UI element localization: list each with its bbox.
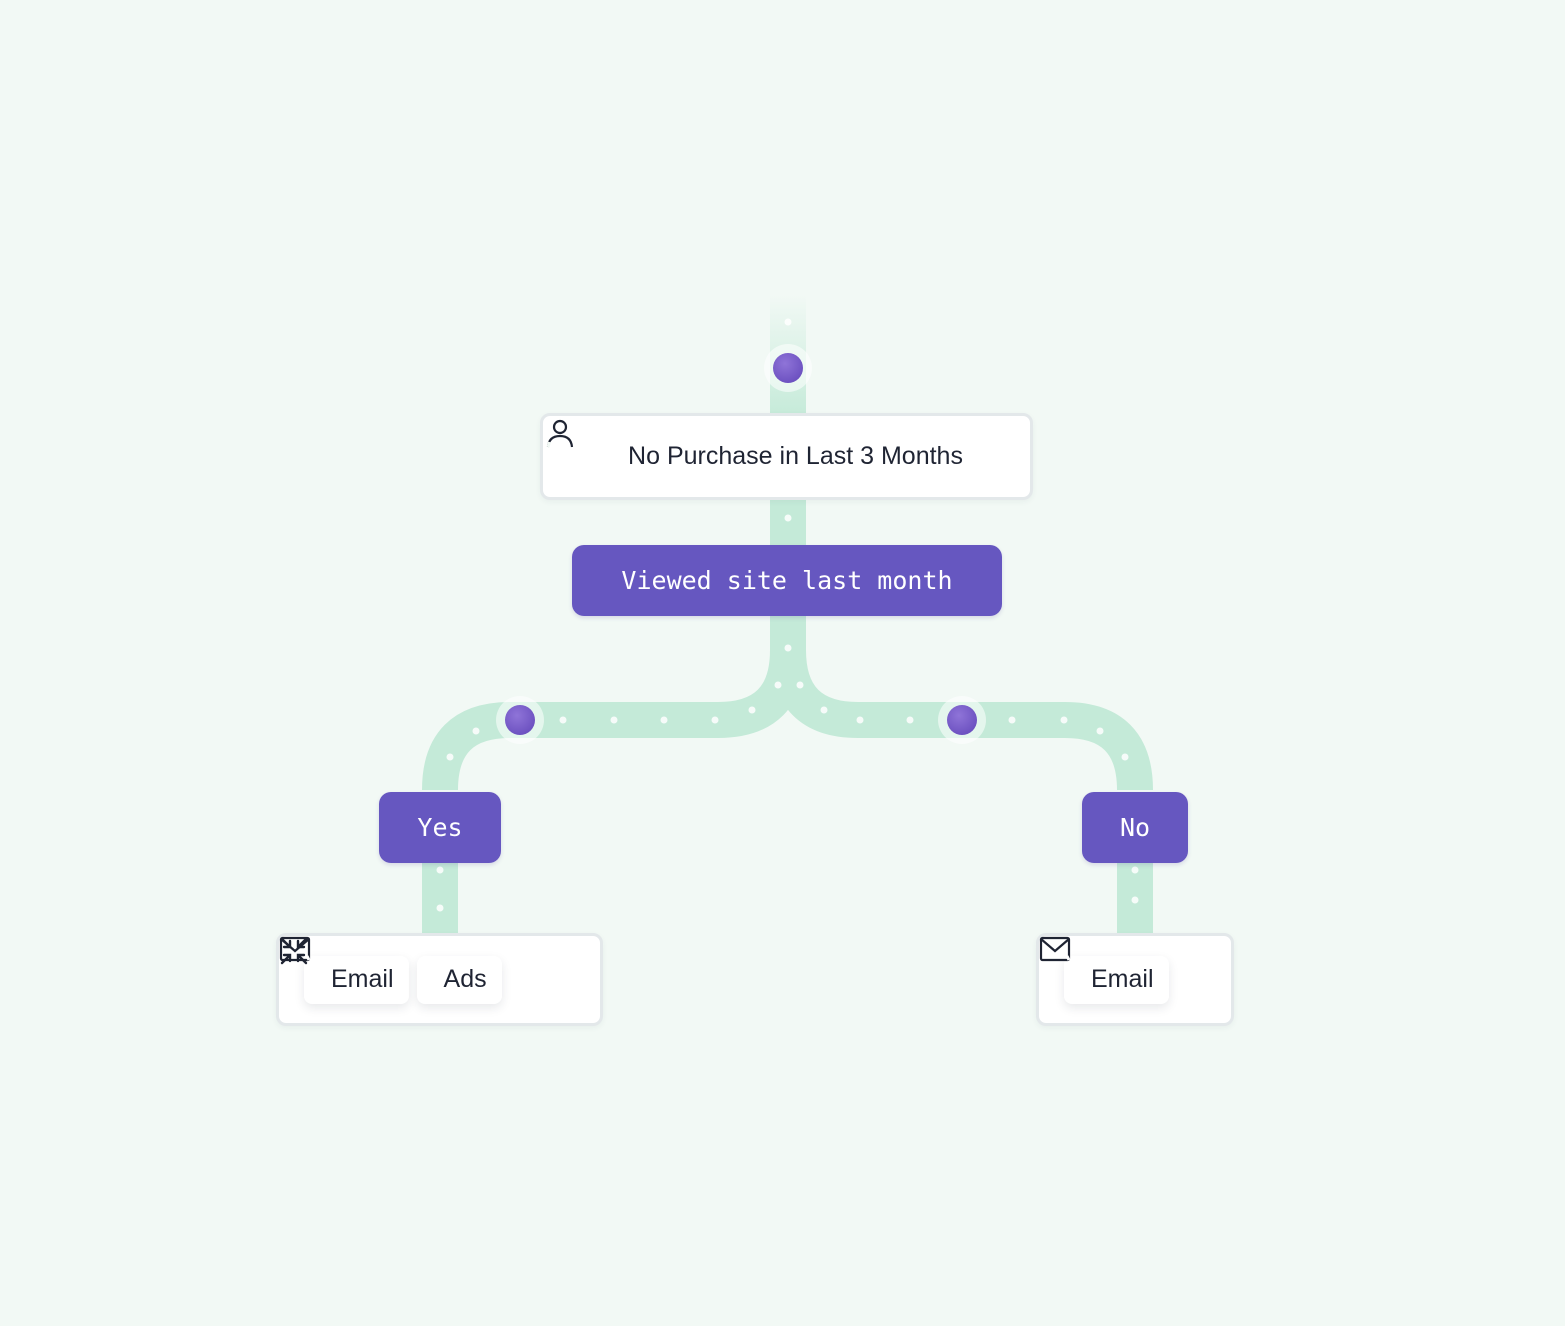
action-chip-ads[interactable]: Ads	[280, 937, 502, 1004]
segment-label: No Purchase in Last 3 Months	[628, 442, 963, 470]
yes-actions-box: Email Ads	[276, 933, 603, 1026]
branch-no[interactable]: No	[1082, 792, 1188, 863]
action-label: Email	[331, 965, 394, 993]
action-chip-email[interactable]: Email	[1039, 936, 1169, 1004]
track-segment-condition	[770, 498, 806, 548]
condition-node[interactable]: Viewed site last month	[572, 545, 1002, 616]
action-label: Ads	[443, 965, 487, 993]
branch-yes-label: Yes	[417, 813, 463, 842]
track-yes-branch	[422, 612, 806, 791]
action-chip-email[interactable]: Email	[279, 936, 409, 1004]
action-label: Email	[1091, 965, 1154, 993]
branch-no-label: No	[1119, 813, 1151, 842]
segment-node[interactable]: No Purchase in Last 3 Months	[540, 413, 1033, 500]
contact-dot-yes	[496, 696, 544, 744]
condition-label: Viewed site last month	[621, 566, 953, 595]
no-actions-box: Email	[1036, 933, 1234, 1026]
branch-yes[interactable]: Yes	[379, 792, 501, 863]
contact-dot-no	[938, 696, 986, 744]
contact-dot-entry	[764, 344, 812, 392]
flow-sparkles	[436, 318, 1139, 912]
